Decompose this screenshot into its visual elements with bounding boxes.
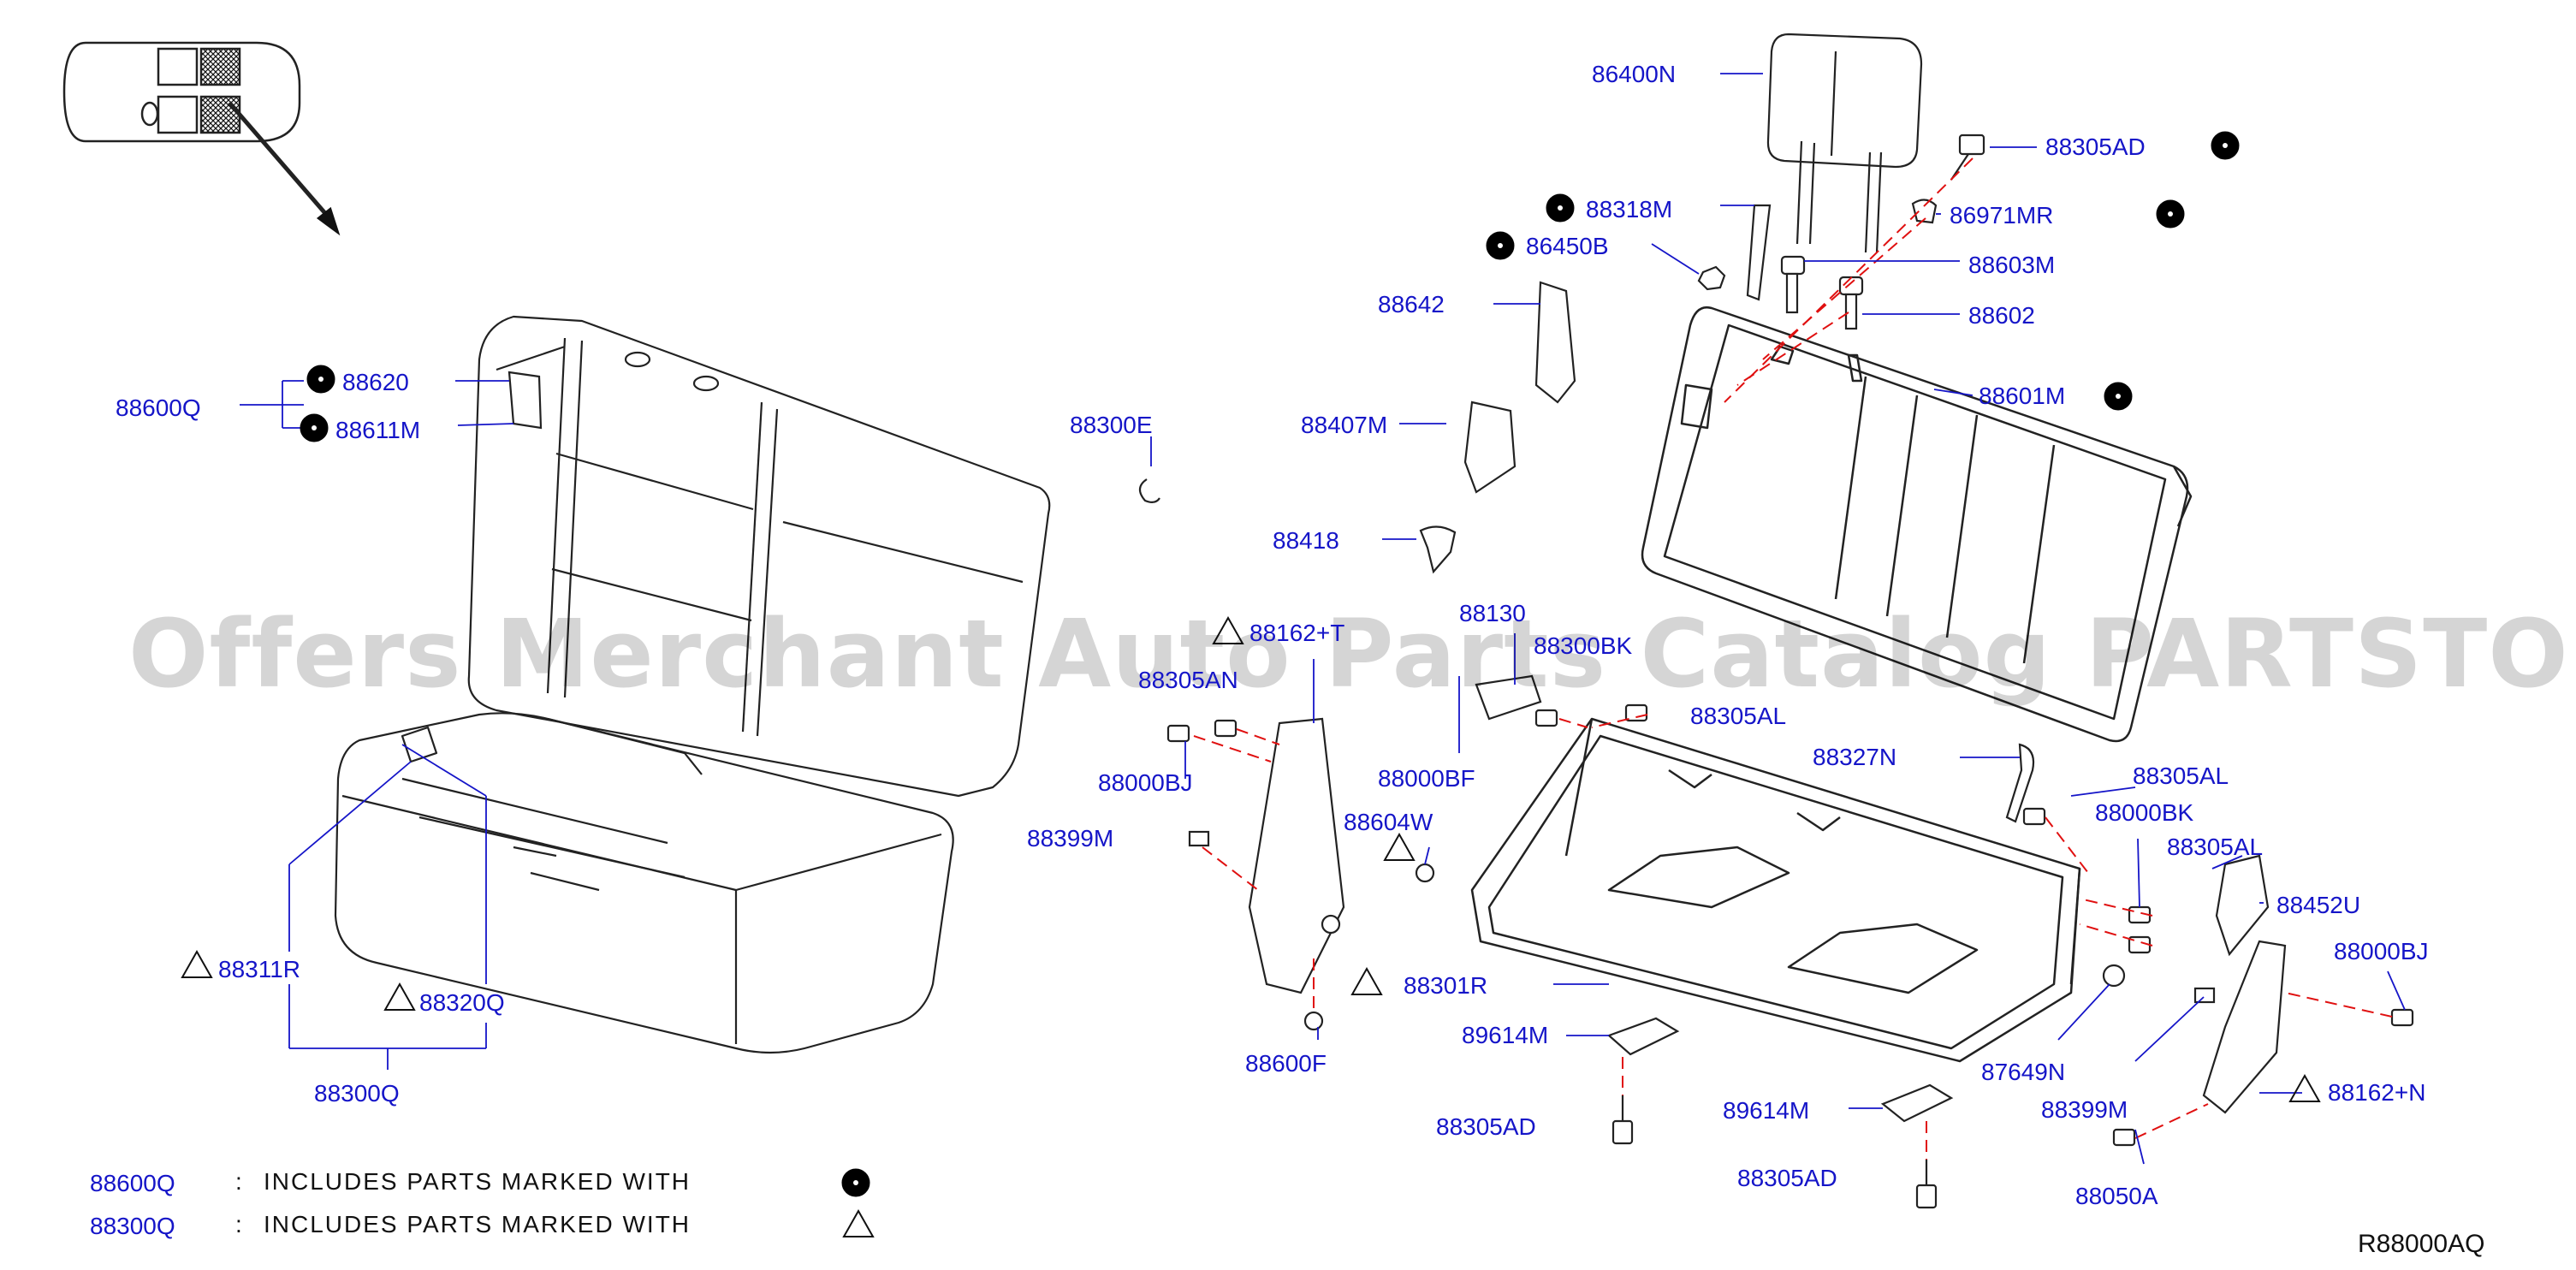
part-label-88320q[interactable]: 88320Q [419, 989, 505, 1016]
triangle-marker [1350, 966, 1383, 995]
part-label-88642[interactable]: 88642 [1378, 291, 1445, 318]
seat-back-drawing [467, 315, 1051, 798]
part-label-88452u[interactable]: 88452U [2276, 892, 2361, 918]
leader-lines [240, 73, 2406, 1165]
part-label-88000bj-1[interactable]: 88000BJ [1098, 769, 1193, 796]
legend-separator: : [235, 1168, 244, 1195]
part-label-88603m[interactable]: 88603M [1968, 252, 2056, 278]
part-label-88300e[interactable]: 88300E [1070, 412, 1153, 438]
legend-triangle-symbol [842, 1208, 875, 1237]
legend-part-88300q[interactable]: 88300Q [90, 1213, 175, 1239]
triangle-marker [383, 982, 416, 1011]
legend-separator: : [235, 1211, 244, 1237]
part-label-88602[interactable]: 88602 [1968, 302, 2035, 329]
part-label-88305ad-3[interactable]: 88305AD [1737, 1165, 1837, 1191]
part-label-88611m[interactable]: 88611M [335, 417, 421, 443]
triangle-marker [2288, 1073, 2321, 1102]
part-label-86400n[interactable]: 86400N [1592, 61, 1677, 87]
triangle-marker [1212, 615, 1244, 644]
triangle-markers [181, 615, 2321, 1237]
part-label-89614m-2[interactable]: 89614M [1723, 1097, 1810, 1124]
seat-cushion-drawing [334, 712, 954, 1054]
seat-cushion-frame-drawing [1470, 717, 2081, 1063]
legend-part-88600q[interactable]: 88600Q [90, 1170, 175, 1196]
part-label-88407m[interactable]: 88407M [1301, 412, 1388, 438]
part-label-88601m[interactable]: 88601M [1979, 383, 2066, 409]
part-label-88600q[interactable]: 88600Q [116, 395, 201, 421]
diagram-code: R88000AQ [2358, 1230, 2485, 1258]
part-label-88301r[interactable]: 88301R [1404, 972, 1488, 999]
part-label-88000bk[interactable]: 88000BK [2095, 799, 2194, 826]
part-label-88305ad-2[interactable]: 88305AD [1436, 1113, 1536, 1140]
part-label-88305al-3[interactable]: 88305AL [2167, 834, 2264, 860]
part-label-88130[interactable]: 88130 [1459, 600, 1526, 626]
part-label-87649n[interactable]: 87649N [1981, 1059, 2066, 1085]
part-label-86971mr[interactable]: 86971MR [1950, 202, 2054, 228]
part-label-88318m[interactable]: 88318M [1586, 196, 1673, 223]
part-label-88418[interactable]: 88418 [1273, 527, 1339, 554]
legend-text: INCLUDES PARTS MARKED WITH [264, 1168, 691, 1195]
small-parts-drawing [507, 134, 2414, 1209]
part-label-88162-n[interactable]: 88162+N [2328, 1079, 2426, 1106]
part-label-88600f[interactable]: 88600F [1245, 1050, 1327, 1077]
part-label-88000bj-2[interactable]: 88000BJ [2334, 938, 2429, 964]
part-label-88300q[interactable]: 88300Q [314, 1080, 400, 1107]
seat-back-frame-drawing [1641, 306, 2193, 743]
part-label-88000bf[interactable]: 88000BF [1378, 765, 1475, 792]
part-label-88162-t[interactable]: 88162+T [1249, 620, 1345, 646]
part-label-88305ad[interactable]: 88305AD [2045, 134, 2146, 160]
part-label-88604w[interactable]: 88604W [1344, 809, 1433, 835]
part-label-88327n[interactable]: 88327N [1813, 744, 1897, 770]
part-label-88300bk[interactable]: 88300BK [1534, 632, 1633, 659]
part-label-89614m-1[interactable]: 89614M [1462, 1022, 1549, 1048]
part-label-88305an[interactable]: 88305AN [1138, 667, 1238, 693]
part-label-88050a[interactable]: 88050A [2075, 1183, 2158, 1209]
triangle-marker [1383, 832, 1416, 861]
legend-text: INCLUDES PARTS MARKED WITH [264, 1211, 691, 1237]
part-label-86450b[interactable]: 86450B [1526, 233, 1609, 259]
part-label-88305al-1[interactable]: 88305AL [1690, 703, 1787, 729]
headrest-drawing [1766, 33, 1923, 253]
part-label-88399m-2[interactable]: 88399M [2041, 1096, 2128, 1123]
triangle-marker [181, 949, 213, 978]
part-label-88399m-1[interactable]: 88399M [1027, 825, 1114, 852]
part-label-88311r[interactable]: 88311R [218, 956, 301, 982]
red-dashed-guides [1193, 157, 2393, 1160]
dot-markers [300, 131, 2240, 1197]
part-label-88620[interactable]: 88620 [342, 369, 409, 395]
vehicle-locator-icon [62, 41, 341, 236]
part-label-88305al-2[interactable]: 88305AL [2133, 763, 2229, 789]
